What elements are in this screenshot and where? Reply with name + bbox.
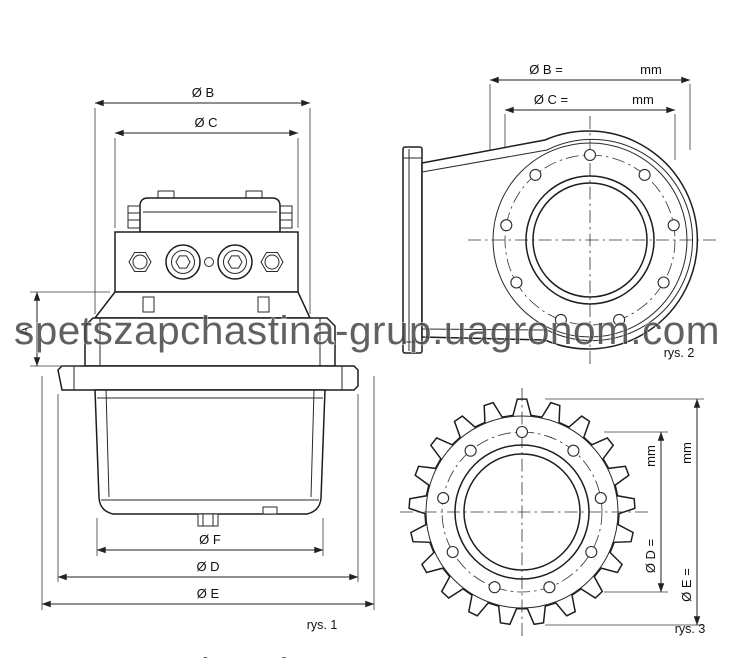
connector-right	[280, 205, 293, 229]
sprocket-bore-circle	[463, 453, 581, 571]
sprocket-hub-circle	[454, 444, 590, 580]
top-cap-outline	[139, 197, 281, 233]
fig3-bolt-holes	[437, 425, 607, 594]
cap-nub-right	[245, 190, 263, 199]
fig1-dim-f-label: Ø F	[199, 532, 221, 547]
fig2-housing	[402, 116, 716, 364]
housing-outline	[421, 130, 699, 350]
port-right	[217, 244, 253, 280]
fig1-caption: rys. 1	[307, 618, 338, 632]
fig2-dim-b-unit: mm	[640, 62, 662, 77]
connector-left	[127, 205, 140, 229]
fig1-dim-a: A	[17, 291, 110, 367]
fig1-dim-f: Ø F	[96, 518, 324, 556]
fig1-dim-c: Ø C	[114, 115, 299, 228]
cap-nub-left	[157, 190, 175, 199]
fig1-dim-c-label: Ø C	[194, 115, 217, 130]
figure-1-final-drive-front-view: Ø B Ø C	[17, 85, 375, 632]
port-left	[165, 244, 201, 280]
fig1-dim-b-label: Ø B	[192, 85, 214, 100]
figure-2-housing-side-view: Ø B = mm Ø C = mm	[402, 62, 716, 364]
pilot-bore-inner	[532, 182, 648, 298]
fig3-dim-d-unit: mm	[643, 445, 658, 467]
figure-3-sprocket: mm Ø D = mm Ø E = rys. 3	[400, 388, 705, 640]
fig1-motor-body	[57, 190, 359, 527]
watermark-text: spetszapchastina-grup.uagronom.com	[14, 309, 720, 353]
small-port	[204, 257, 214, 267]
fig3-dim-e: mm Ø E =	[545, 398, 704, 626]
watermark-text-bottom-clipped: spetszapchastina-grup.uagronom.com	[14, 651, 720, 658]
hex-plug-left	[128, 252, 152, 272]
fig2-dim-c-unit: mm	[632, 92, 654, 107]
fig3-dim-d-label: Ø D =	[643, 539, 658, 573]
fig1-dim-e-label: Ø E	[197, 586, 220, 601]
wide-flange	[57, 365, 359, 391]
fig3-caption: rys. 3	[675, 622, 706, 636]
fig2-dim-b-label: Ø B =	[529, 62, 563, 77]
fig2-dim-c-label: Ø C =	[534, 92, 568, 107]
fig3-dim-d: mm Ø D =	[604, 431, 668, 593]
bottom-tab	[262, 506, 278, 515]
fig2-bolt-holes	[500, 148, 680, 326]
fig1-dim-a-label: A	[17, 326, 32, 335]
fig1-dim-b: Ø B	[94, 85, 311, 314]
fig1-dim-d-label: Ø D	[196, 559, 219, 574]
hex-plug-right	[260, 252, 284, 272]
fig2-dim-c: Ø C = mm	[504, 92, 676, 160]
fig2-dim-b: Ø B = mm	[489, 62, 691, 150]
fig1-dim-e: Ø E	[41, 376, 375, 610]
bottom-plug	[197, 513, 219, 527]
fig2-caption: rys. 2	[664, 346, 695, 360]
pilot-bore-outer	[525, 175, 655, 305]
fig1-dim-d: Ø D	[57, 394, 359, 582]
fig3-dim-e-unit: mm	[679, 442, 694, 464]
drum-housing	[94, 389, 326, 515]
fig3-dim-e-label: Ø E =	[679, 568, 694, 602]
